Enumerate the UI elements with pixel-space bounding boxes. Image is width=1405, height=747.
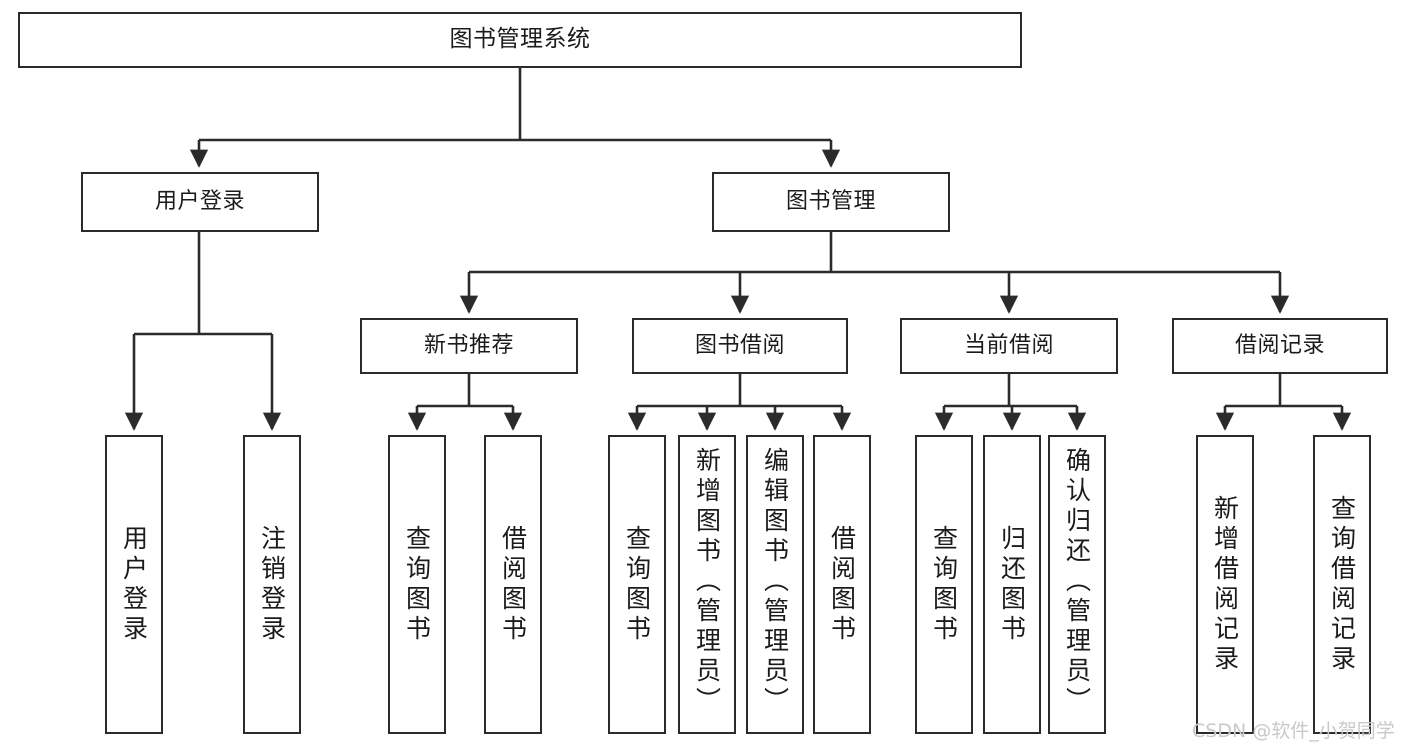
node-book-management[interactable]: 图书管理 — [712, 172, 950, 232]
node-root-system[interactable]: 图书管理系统 — [18, 12, 1022, 68]
node-leaf-borrow-record-0-label: 新增借阅记录 — [1210, 494, 1240, 675]
node-user-login-label: 用户登录 — [154, 189, 245, 215]
node-book-management-label: 图书管理 — [785, 189, 876, 215]
node-root-system-label: 图书管理系统 — [449, 26, 591, 53]
node-leaf-current-borrow-2[interactable]: 确认归还（管理员） — [1048, 435, 1106, 734]
node-leaf-book-borrow-0-label: 查询图书 — [622, 524, 652, 645]
node-borrow-record-label: 借阅记录 — [1234, 333, 1325, 359]
node-leaf-book-borrow-3[interactable]: 借阅图书 — [813, 435, 871, 734]
node-leaf-user-login-0[interactable]: 用户登录 — [105, 435, 163, 734]
node-leaf-borrow-record-1[interactable]: 查询借阅记录 — [1313, 435, 1371, 734]
node-current-borrow-label: 当前借阅 — [963, 333, 1054, 359]
node-leaf-book-borrow-2-label: 编辑图书（管理员） — [760, 447, 790, 717]
node-leaf-new-book-1-label: 借阅图书 — [498, 524, 528, 645]
node-leaf-borrow-record-0[interactable]: 新增借阅记录 — [1196, 435, 1254, 734]
node-leaf-book-borrow-1-label: 新增图书（管理员） — [692, 447, 722, 717]
node-leaf-book-borrow-2[interactable]: 编辑图书（管理员） — [746, 435, 804, 734]
node-current-borrow[interactable]: 当前借阅 — [900, 318, 1118, 374]
node-leaf-book-borrow-0[interactable]: 查询图书 — [608, 435, 666, 734]
node-book-borrow-label: 图书借阅 — [694, 333, 785, 359]
node-leaf-current-borrow-1[interactable]: 归还图书 — [983, 435, 1041, 734]
node-leaf-user-login-1-label: 注销登录 — [257, 524, 287, 645]
node-leaf-current-borrow-1-label: 归还图书 — [997, 524, 1027, 645]
node-new-book-recommend-label: 新书推荐 — [423, 333, 514, 359]
node-leaf-new-book-0[interactable]: 查询图书 — [388, 435, 446, 734]
node-leaf-user-login-0-label: 用户登录 — [119, 524, 149, 645]
node-new-book-recommend[interactable]: 新书推荐 — [360, 318, 578, 374]
csdn-watermark: CSDN @软件_小贺同学 — [1192, 720, 1395, 742]
node-leaf-borrow-record-1-label: 查询借阅记录 — [1327, 494, 1357, 675]
node-leaf-user-login-1[interactable]: 注销登录 — [243, 435, 301, 734]
node-user-login[interactable]: 用户登录 — [81, 172, 319, 232]
node-borrow-record[interactable]: 借阅记录 — [1172, 318, 1388, 374]
node-leaf-new-book-1[interactable]: 借阅图书 — [484, 435, 542, 734]
node-leaf-current-borrow-2-label: 确认归还（管理员） — [1062, 447, 1092, 717]
node-leaf-book-borrow-3-label: 借阅图书 — [827, 524, 857, 645]
node-leaf-new-book-0-label: 查询图书 — [402, 524, 432, 645]
node-leaf-current-borrow-0-label: 查询图书 — [929, 524, 959, 645]
node-book-borrow[interactable]: 图书借阅 — [632, 318, 848, 374]
node-leaf-current-borrow-0[interactable]: 查询图书 — [915, 435, 973, 734]
node-leaf-book-borrow-1[interactable]: 新增图书（管理员） — [678, 435, 736, 734]
